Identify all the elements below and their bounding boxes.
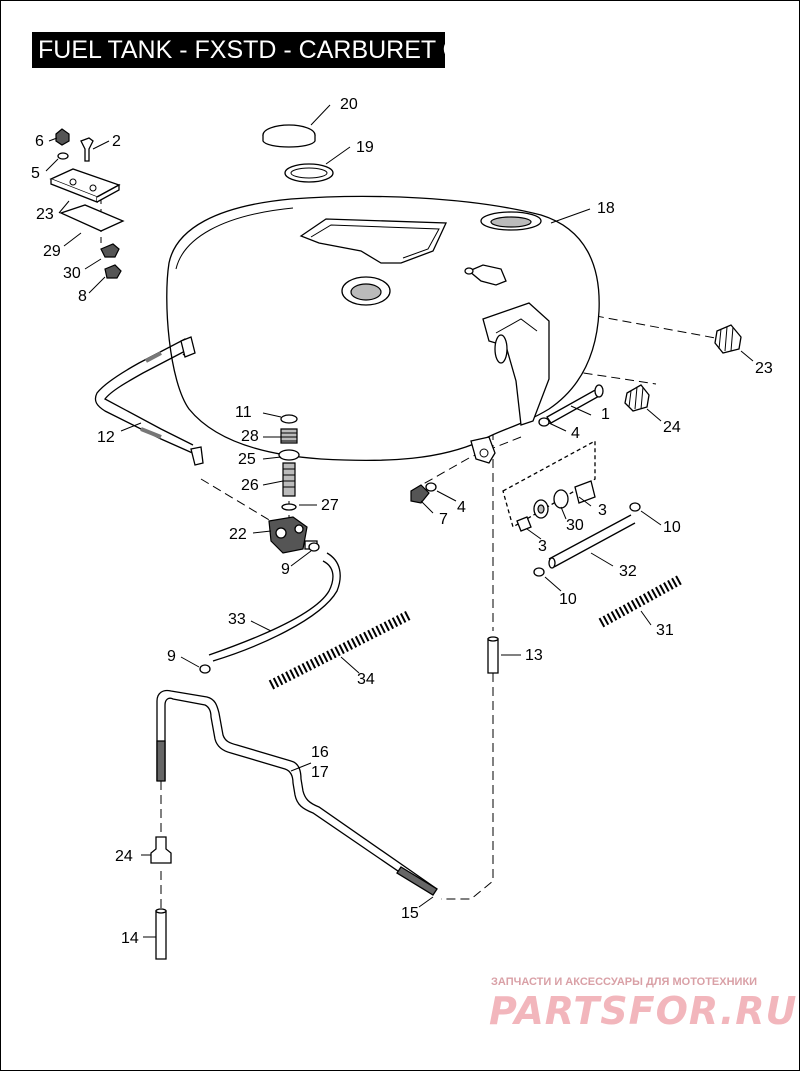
callout-24: 24 xyxy=(115,848,133,865)
callout-9-lower: 9 xyxy=(167,648,176,665)
callout-8: 8 xyxy=(78,288,87,305)
callout-31: 31 xyxy=(656,622,674,639)
callout-23-lower: 24 xyxy=(663,419,681,436)
callout-25: 25 xyxy=(238,451,256,468)
callout-4-upper: 4 xyxy=(571,425,580,442)
rear-mount-hardware xyxy=(410,324,742,532)
callout-32: 33 xyxy=(228,611,246,628)
top-mount-stack xyxy=(49,128,125,279)
callout-21: 22 xyxy=(229,526,247,543)
fuel-cap xyxy=(262,124,316,148)
callout-leaders xyxy=(45,104,754,938)
callout-26: 26 xyxy=(241,477,259,494)
callout-14: 14 xyxy=(121,930,139,947)
cap-gasket xyxy=(284,163,334,183)
callout-28: 28 xyxy=(241,428,259,445)
fuel-valve-assembly xyxy=(268,414,318,554)
callout-6: 6 xyxy=(35,133,44,150)
callout-20: 20 xyxy=(340,96,358,113)
callout-30-lower: 30 xyxy=(566,517,584,534)
callout-33: 32 xyxy=(619,563,637,580)
callout-18: 18 xyxy=(597,200,615,217)
callout-3-left: 3 xyxy=(538,538,547,555)
callout-30-top: 30 xyxy=(63,265,81,282)
callout-12: 12 xyxy=(97,429,115,446)
callout-22: 23 xyxy=(36,206,54,223)
callout-17: 17 xyxy=(311,764,329,781)
callout-34: 34 xyxy=(357,671,375,688)
fuel-line-32 xyxy=(208,552,341,662)
callout-2: 2 xyxy=(112,133,121,150)
page-title: FUEL TANK - FXSTD - CARBURET OR xyxy=(32,32,480,68)
callout-15: 15 xyxy=(401,905,419,922)
callout-27: 27 xyxy=(321,497,339,514)
crossover-tube xyxy=(94,336,204,466)
callout-4-lower: 4 xyxy=(457,499,466,516)
callout-1: 1 xyxy=(601,406,610,423)
fuel-tank xyxy=(166,195,600,464)
spring-sleeve-34 xyxy=(268,610,412,690)
callout-11: 11 xyxy=(235,404,252,421)
callout-16: 16 xyxy=(311,744,329,761)
callout-19: 19 xyxy=(356,139,374,156)
spring-sleeve-31 xyxy=(598,574,684,628)
hose-clamps xyxy=(199,502,641,674)
fitting-13 xyxy=(487,636,499,674)
vent-fitting-24 xyxy=(150,836,172,864)
callout-23-right: 23 xyxy=(755,360,773,377)
callout-29: 29 xyxy=(43,243,61,260)
tube-14 xyxy=(155,908,167,960)
callout-10-right: 10 xyxy=(663,519,681,536)
fuel-line-33 xyxy=(548,514,636,569)
callout-5: 5 xyxy=(31,165,40,182)
watermark-caption: ЗАПЧАСТИ И АКСЕССУАРЫ ДЛЯ МОТОТЕХНИКИ xyxy=(491,976,758,988)
vent-tube xyxy=(156,689,438,896)
callout-numbers: 20 19 18 2 6 5 23 29 30 8 23 24 1 4 12 1… xyxy=(31,96,773,947)
watermark-logo: PARTSFOR.RU xyxy=(489,989,798,1033)
callout-7: 7 xyxy=(439,511,448,528)
callout-13: 13 xyxy=(525,647,543,664)
callout-10-lower: 10 xyxy=(559,591,577,608)
callout-3-right: 3 xyxy=(598,502,607,519)
callout-9-upper: 9 xyxy=(281,561,290,578)
